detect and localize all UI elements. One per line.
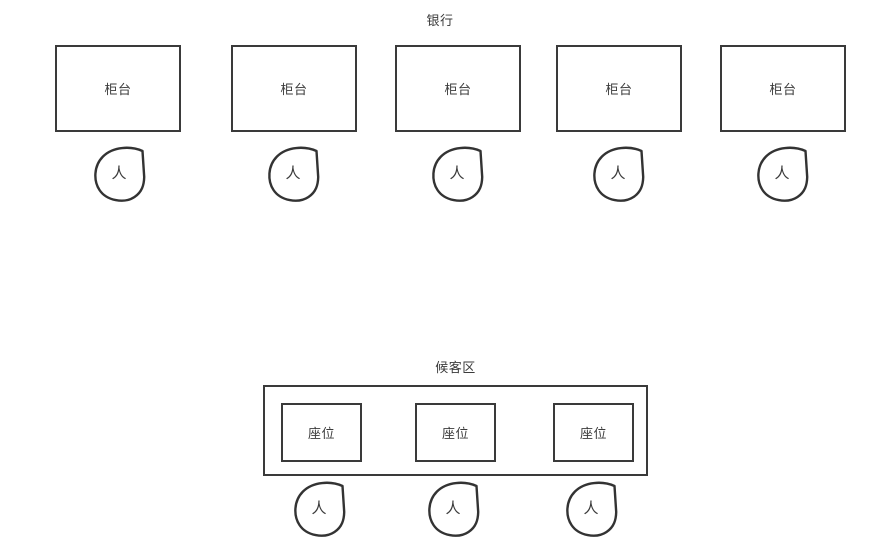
counter-box[interactable]: 柜台 [55, 45, 181, 132]
person-glyph: 人 [610, 165, 625, 182]
person-glyph: 人 [583, 500, 598, 517]
waiting-area-title: 候客区 [435, 360, 476, 375]
person-icon[interactable]: 人 [93, 146, 153, 203]
counter-label: 柜台 [104, 82, 132, 97]
person-icon[interactable]: 人 [293, 481, 353, 538]
person-icon[interactable]: 人 [427, 481, 487, 538]
counter-box[interactable]: 柜台 [231, 45, 357, 132]
seat-label: 座位 [441, 426, 469, 441]
counter-label: 柜台 [605, 82, 633, 97]
person-glyph: 人 [445, 500, 460, 517]
bank-section-title: 银行 [426, 13, 454, 28]
seat-box[interactable]: 座位 [415, 403, 496, 462]
counter-box[interactable]: 柜台 [720, 45, 846, 132]
seat-box[interactable]: 座位 [553, 403, 634, 462]
person-icon[interactable]: 人 [565, 481, 625, 538]
counter-label: 柜台 [444, 82, 472, 97]
person-glyph: 人 [774, 165, 789, 182]
person-icon[interactable]: 人 [756, 146, 816, 203]
person-icon[interactable]: 人 [431, 146, 491, 203]
person-glyph: 人 [311, 500, 326, 517]
counter-box[interactable]: 柜台 [556, 45, 682, 132]
counter-box[interactable]: 柜台 [395, 45, 521, 132]
person-icon[interactable]: 人 [592, 146, 652, 203]
waiting-area-container: 座位 座位 座位 [263, 385, 648, 476]
person-glyph: 人 [449, 165, 464, 182]
seat-label: 座位 [307, 426, 335, 441]
seat-box[interactable]: 座位 [281, 403, 362, 462]
counter-label: 柜台 [769, 82, 797, 97]
seat-label: 座位 [579, 426, 607, 441]
person-glyph: 人 [285, 165, 300, 182]
person-icon[interactable]: 人 [267, 146, 327, 203]
counter-label: 柜台 [280, 82, 308, 97]
person-glyph: 人 [111, 165, 126, 182]
